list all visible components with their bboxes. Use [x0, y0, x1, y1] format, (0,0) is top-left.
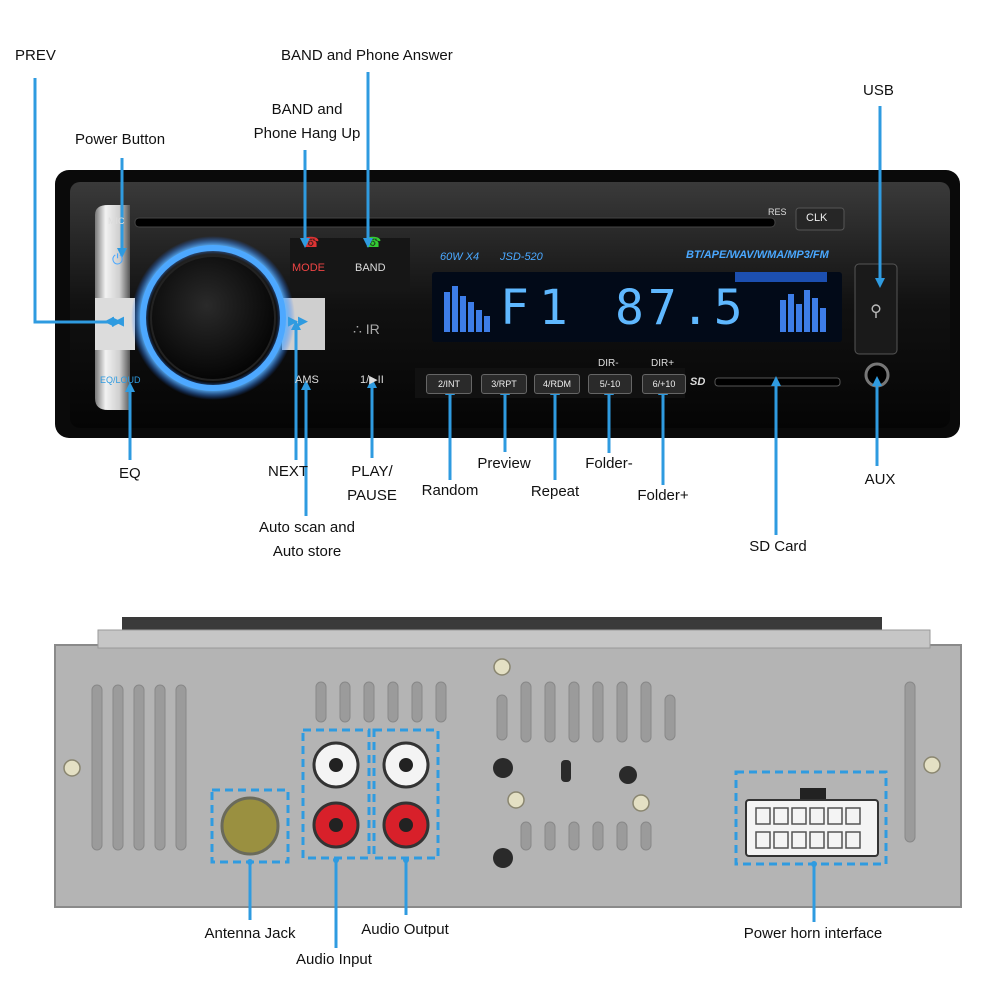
vent-slots [91, 681, 916, 851]
mic-label: MIC [108, 216, 125, 226]
callout-lines [33, 72, 882, 535]
lcd-frequency-readout: 87.5 [615, 280, 747, 336]
lcd-display [432, 272, 842, 342]
knob-light-ring [140, 245, 286, 391]
connector-latch [800, 788, 826, 802]
label-audio-output: Audio Output [361, 921, 449, 938]
rear-callout-lines [248, 860, 816, 948]
label-eq: EQ [119, 465, 141, 482]
dir-plus-label: DIR+ [651, 358, 675, 369]
screws [63, 658, 941, 812]
label-preview: Preview [477, 455, 531, 472]
label-usb: USB [863, 82, 894, 99]
lcd-level-bar [735, 272, 827, 282]
res-label: RES [768, 207, 787, 217]
power-rating: 60W X4 [440, 251, 480, 263]
label-play-line2: PAUSE [347, 487, 397, 504]
dir-minus-label: DIR- [598, 358, 619, 369]
label-next: NEXT [268, 463, 309, 480]
callout-prev [33, 78, 112, 324]
label-audio-input: Audio Input [296, 951, 372, 968]
band-label[interactable]: BAND [355, 262, 386, 274]
antenna-jack[interactable] [220, 796, 280, 856]
rear-callout-dots [247, 857, 817, 867]
next-icon: ▶▶ [288, 313, 308, 328]
audio-input-white-pin [329, 758, 343, 772]
label-sd-card: SD Card [749, 538, 807, 555]
volume-knob[interactable] [150, 255, 276, 381]
play-pause-label[interactable]: 1/▶II [360, 374, 384, 386]
lcd-eq-bars-left [444, 286, 490, 332]
audio-input-red-pin [329, 818, 343, 832]
label-band-answer: BAND and Phone Answer [281, 47, 453, 64]
mode-band-panel [290, 238, 410, 288]
label-repeat: Repeat [530, 483, 580, 500]
power-icon[interactable]: ⏻ [112, 251, 124, 267]
usb-port-cover[interactable] [854, 263, 898, 355]
label-folder-minus: Folder- [585, 455, 633, 472]
mode-label[interactable]: MODE [292, 262, 325, 274]
model-name: JSD-520 [500, 251, 543, 263]
label-auto-scan-line2: Auto store [272, 543, 342, 560]
front-panel-illustration: ☎ ☎ ∴ IR ⚲ [33, 72, 960, 535]
mounting-holes [493, 758, 637, 868]
formats-label: BT/APE/WAV/WMA/MP3/FM [686, 249, 829, 261]
preset-6-plus-button[interactable]: 6/+10 [642, 374, 686, 394]
rear-panel-illustration [54, 617, 962, 948]
usb-icon: ⚲ [870, 303, 882, 320]
rear-panel-diagram: Antenna Jack Audio Input Audio Output Po… [0, 600, 1000, 1000]
rear-plate-lip [97, 629, 931, 649]
audio-output-white-pin [399, 758, 413, 772]
label-play-line1: PLAY/ [351, 463, 393, 480]
ir-sensor-icon: ∴ IR [353, 321, 380, 337]
connector-pins [755, 807, 861, 849]
label-auto-scan-line1: Auto scan and [259, 519, 355, 536]
preset-5-minus-button[interactable]: 5/-10 [588, 374, 632, 394]
label-power-horn-interface: Power horn interface [743, 925, 883, 942]
preset-3-rpt-button[interactable]: 3/RPT [481, 374, 527, 394]
eq-loud-label[interactable]: EQ/LOUD [100, 375, 141, 385]
label-folder-plus: Folder+ [637, 487, 689, 504]
label-antenna-jack: Antenna Jack [204, 925, 296, 942]
clk-button[interactable] [795, 207, 845, 231]
lcd-band-readout: F1 [500, 280, 578, 336]
clk-label: CLK [806, 212, 828, 224]
label-power-button: Power Button [75, 131, 166, 148]
label-random: Random [421, 482, 479, 499]
lcd-eq-bars-right [780, 290, 826, 332]
prev-icon: ◀◀ [104, 313, 124, 328]
iso-power-connector[interactable] [745, 799, 879, 857]
front-panel-diagram: ☎ ☎ ∴ IR ⚲ [15, 47, 960, 560]
sd-logo: SD [690, 376, 706, 388]
preset-4-rdm-button[interactable]: 4/RDM [534, 374, 580, 394]
label-aux: AUX [864, 471, 896, 488]
label-band-hangup-line2: Phone Hang Up [253, 125, 361, 142]
preset-2-int-button[interactable]: 2/INT [426, 374, 472, 394]
cd-slot [134, 217, 776, 228]
audio-output-red-pin [399, 818, 413, 832]
label-prev: PREV [15, 47, 56, 64]
ams-label[interactable]: AMS [295, 374, 319, 386]
label-band-hangup-line1: BAND and [271, 101, 343, 118]
